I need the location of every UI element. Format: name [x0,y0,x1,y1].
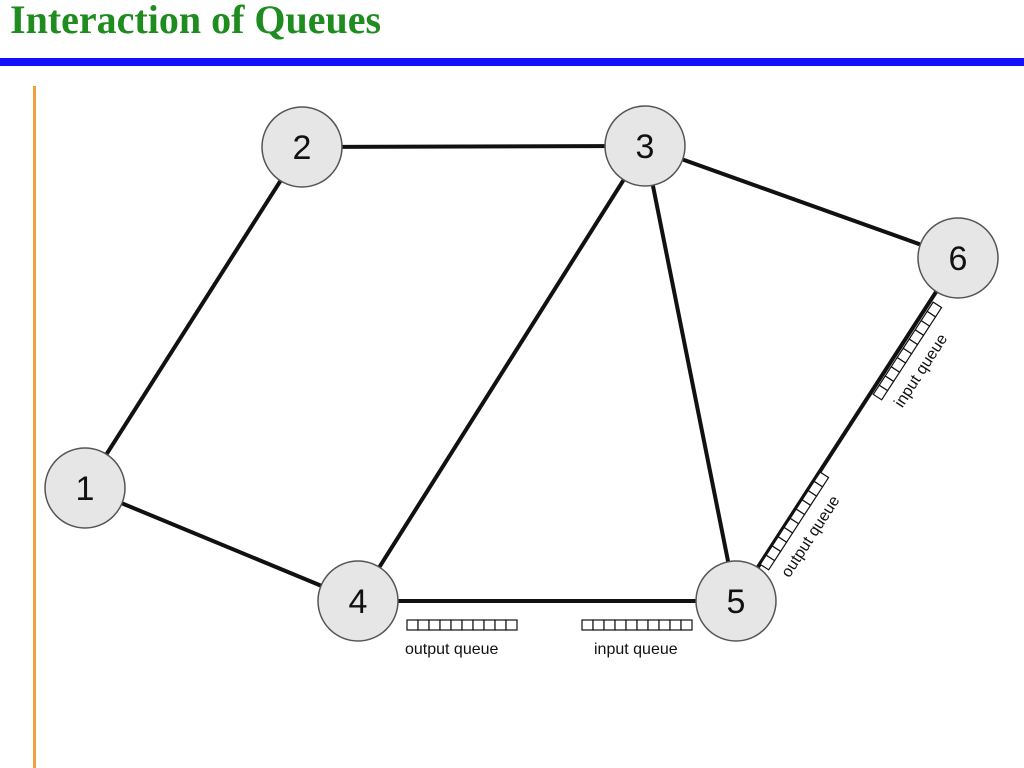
queue-slot [406,619,419,631]
link-3-6 [643,144,960,260]
node-label: 4 [349,583,368,621]
node-label: 6 [949,240,968,278]
queue-slots [581,619,693,631]
node-3: 3 [604,105,686,187]
node-label: 1 [76,470,95,508]
queue-slot [472,619,485,631]
node-label: 3 [636,128,655,166]
queue-slot [625,619,638,631]
queue-slot [647,619,660,631]
queue-slot [461,619,474,631]
queue-slot [417,619,430,631]
node-label: 5 [727,583,746,621]
queue-slot [614,619,627,631]
queue-slots [872,301,943,401]
queue-slot [813,471,830,488]
queue-slot [669,619,682,631]
queue-slot [581,619,594,631]
node-1: 1 [44,447,126,529]
queue-slots [759,471,830,571]
queue-input-4-5: input queue [581,619,693,658]
link-1-2 [83,145,304,490]
title-divider [0,58,1024,66]
node-5: 5 [695,560,777,642]
link-3-4 [356,144,647,603]
link-2-3 [300,144,647,149]
queue-slots [406,619,518,631]
queue-slot [603,619,616,631]
queue-slot [505,619,518,631]
queue-slot [680,619,693,631]
queue-slot [658,619,671,631]
queue-slot [592,619,605,631]
link-3-5 [643,144,738,603]
node-4: 4 [317,560,399,642]
queue-slot [926,301,943,318]
side-accent-bar [33,86,36,768]
queue-label: output queue [405,641,499,658]
node-label: 2 [293,129,312,167]
links [83,144,960,603]
queue-slot [636,619,649,631]
queue-slot [450,619,463,631]
queue-slot [439,619,452,631]
queue-slot [494,619,507,631]
queue-slot [483,619,496,631]
queue-slot [428,619,441,631]
queue-output-5-6: output queue [759,471,844,581]
link-1-4 [83,486,360,603]
node-6: 6 [917,217,999,299]
queue-label: input queue [594,641,678,658]
queue-output-4-5: output queue [405,619,518,658]
slide-title: Interaction of Queues [10,0,382,42]
node-2: 2 [261,106,343,188]
